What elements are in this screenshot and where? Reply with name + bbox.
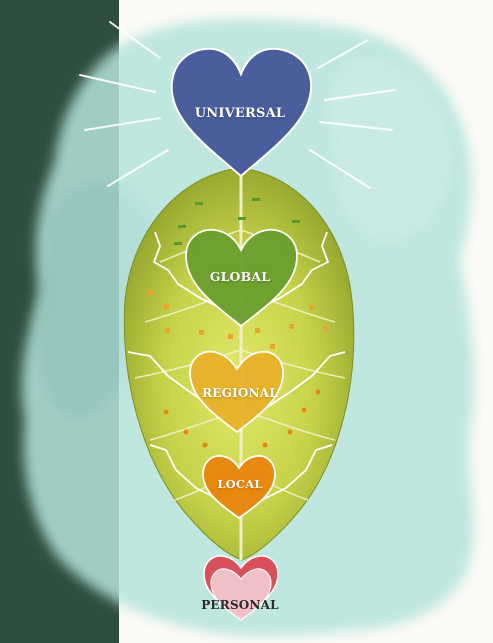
label-global: GLOBAL: [185, 269, 295, 284]
label-universal: UNIVERSAL: [165, 106, 315, 121]
label-regional: REGIONAL: [190, 386, 290, 400]
label-local: LOCAL: [200, 477, 280, 491]
label-personal: PERSONAL: [185, 598, 295, 612]
